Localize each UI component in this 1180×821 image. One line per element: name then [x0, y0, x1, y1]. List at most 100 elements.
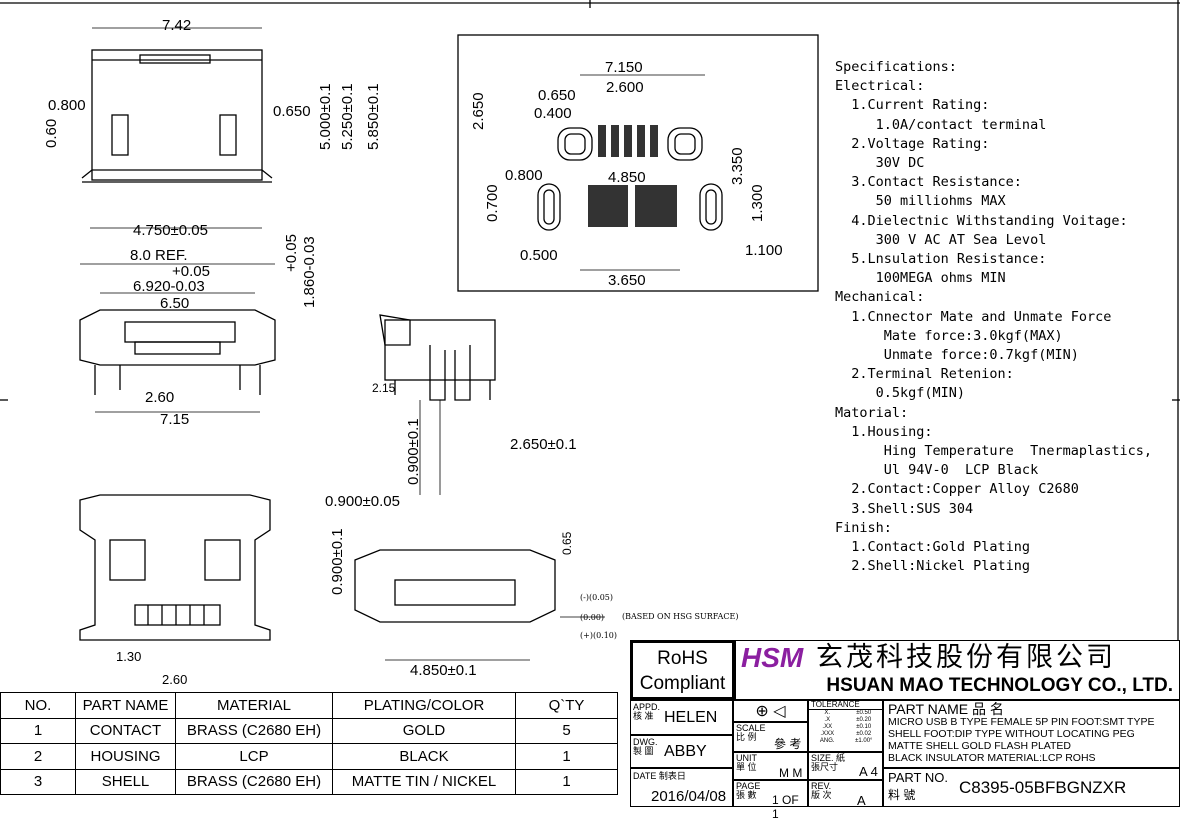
spec-line: 1.Contact:Gold Plating [835, 539, 1031, 556]
dim: 3.650 [608, 272, 646, 289]
company-name-cn: 玄茂科技股份有限公司 [816, 642, 1116, 672]
cell: BRASS (C2680 EH) [175, 717, 333, 744]
dim: 0.500 [520, 247, 558, 264]
dim: 0.700 [484, 184, 501, 222]
cell: GOLD [332, 717, 516, 744]
dim: 0.400 [534, 105, 572, 122]
label: APPD. 核 准 [633, 702, 661, 721]
unit: M M [779, 766, 803, 780]
label: UNIT 單 位 [736, 753, 757, 772]
dim: 2.60 [145, 389, 174, 406]
tolerance-value: ±0.02 [856, 731, 872, 737]
dim: 7.150 [605, 59, 643, 76]
pcb-footprint [457, 34, 819, 292]
cell: CONTACT [75, 717, 176, 744]
spec-line: Ul 94V-0 LCP Black [835, 462, 1039, 479]
header-cell: PART NAME [75, 692, 176, 719]
label: SIZE. 紙張尺寸 [811, 753, 846, 772]
dim: 2.650±0.1 [510, 436, 577, 453]
dim: 5.000±0.1 [317, 83, 334, 150]
tolerance-value: .XX [822, 724, 833, 730]
cell: BRASS (C2680 EH) [175, 768, 333, 795]
part-name-line: SHELL FOOT:DIP TYPE WITHOUT LOCATING PEG [888, 728, 1135, 740]
tolerance-value: .XXX [820, 731, 835, 737]
spec-line: 2.Terminal Retenion: [835, 366, 1014, 383]
header-cell: Q`TY [515, 692, 618, 719]
dim: 2.15 [372, 381, 396, 395]
cell: 1 [515, 768, 618, 795]
specifications: Specifications:Electrical: 1.Current Rat… [835, 58, 1152, 576]
dim: 6.920-0.03 [133, 278, 205, 295]
dim: 2.60 [162, 672, 187, 687]
front-view [79, 263, 276, 413]
spec-line: 100MEGA ohms MIN [835, 270, 1006, 287]
label: PART NO. [888, 770, 948, 785]
tolerance-value: ANG. [819, 738, 835, 744]
scale: 參 考 [774, 737, 802, 751]
header-cell: MATERIAL [175, 692, 333, 719]
dim: 4.850±0.1 [410, 662, 477, 679]
spec-line: 1.Cnnector Mate and Unmate Force [835, 308, 1112, 325]
dim: 5.850±0.1 [365, 83, 382, 150]
dim: (+)(0.10) [580, 631, 617, 640]
tolerance-row: .X±0.20 [809, 717, 882, 724]
spec-line: 3.Contact Resistance: [835, 174, 1022, 191]
dim: 0.65 [560, 531, 574, 555]
tolerance-row: .XX ±0.10 [809, 724, 882, 731]
spec-line: Unmate force:0.7kgf(MIN) [835, 347, 1079, 364]
spec-line: Mate force:3.0kgf(MAX) [835, 327, 1063, 344]
dim: 1.100 [745, 242, 783, 259]
dim: 1.300 [749, 184, 766, 222]
dim: 0.650 [538, 87, 576, 104]
tolerance-cell: TOLERANCE X.±0.50.X±0.20.XX±0.10.XXX±0.0… [808, 700, 883, 752]
cell: MATTE TIN / NICKEL [332, 768, 516, 795]
dim: 2.600 [606, 79, 644, 96]
scale-cell: SCALE 比 例參 考 [733, 722, 808, 752]
dim: 0.800 [48, 97, 86, 114]
dim: (-)(0.05) [580, 593, 613, 602]
date: 2016/04/08 [651, 788, 727, 805]
dim: (BASED ON HSG SURFACE) [622, 612, 739, 621]
tolerance-row: X.±0.50 [809, 710, 882, 717]
revision: A [857, 793, 866, 808]
dim: 0.60 [43, 119, 60, 148]
dim: 1.30 [116, 649, 141, 664]
rohs-label: Compliant [639, 673, 726, 694]
header-cell: PLATING/COLOR [332, 692, 516, 719]
side-view [379, 314, 496, 495]
tolerance-value: X. [824, 710, 831, 716]
cell: 2 [0, 743, 76, 770]
spec-line: 1.Housing: [835, 423, 933, 440]
spec-line: 1.Current Rating: [835, 97, 990, 114]
label: 料 號 [888, 788, 916, 802]
label: REV. 版 次 [811, 781, 832, 800]
cell: 3 [0, 768, 76, 795]
tolerance-value: ±1.00° [855, 738, 873, 744]
dim: 5.250±0.1 [339, 83, 356, 150]
spec-line: Mechanical: [835, 289, 925, 306]
label: DATE 制表日 [633, 771, 686, 781]
page: 1 OF 1 [772, 793, 799, 821]
tolerance-value: ±0.10 [856, 724, 872, 730]
rear-view [354, 549, 605, 661]
dim: 0.900±0.1 [329, 528, 346, 595]
dim: 4.750±0.05 [133, 222, 208, 239]
cell: HOUSING [75, 743, 176, 770]
dim: 4.850 [608, 169, 646, 186]
dim: 1.860-0.03 [301, 236, 318, 308]
approved-by: HELEN [664, 709, 718, 726]
spec-line: 3.Shell:SUS 304 [835, 500, 974, 517]
spec-line: 2.Shell:Nickel Plating [835, 558, 1031, 575]
cell: 1 [0, 717, 76, 744]
spec-line: Matorial: [835, 404, 909, 421]
dim: 0.900±0.05 [325, 493, 400, 510]
cell: 1 [515, 743, 618, 770]
rohs-label: RoHS [657, 648, 708, 669]
spec-line: 300 V AC AT Sea Levol [835, 231, 1047, 248]
